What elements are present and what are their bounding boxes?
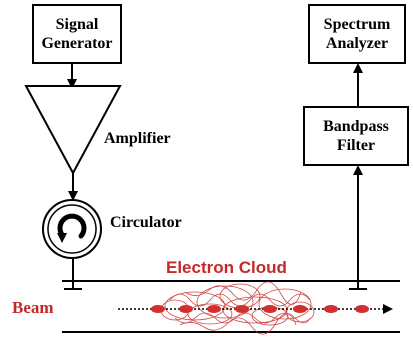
electron-cloud-label: Electron Cloud [166,258,287,277]
beam-bunch [263,305,277,313]
spectrum-analyzer-box: Spectrum Analyzer [308,4,406,64]
circulator-label: Circulator [110,214,182,231]
bandpass-filter-label-2: Filter [336,137,376,154]
bandpass-filter-box: Bandpass Filter [303,106,409,166]
beam-bunch [324,305,338,313]
beam-bunch [151,305,165,313]
beam-bunch [293,305,307,313]
beam-bunch [235,305,249,313]
beam-bunches [151,305,369,313]
amplifier-label: Amplifier [104,130,171,147]
bandpass-filter-label-1: Bandpass [323,118,389,135]
amplifier-triangle [24,85,122,176]
beam-bunch [179,305,193,313]
circulator-icon [42,199,102,259]
spectrum-analyzer-label-1: Spectrum [323,16,391,33]
signal-generator-label-2: Generator [41,35,113,52]
signal-generator-box: Signal Generator [32,4,122,64]
signal-generator-label-1: Signal [55,16,99,33]
spectrum-analyzer-label-2: Analyzer [325,35,389,52]
beam-bunch [355,305,369,313]
beam-label: Beam [12,298,54,317]
beam-bunch [207,305,221,313]
